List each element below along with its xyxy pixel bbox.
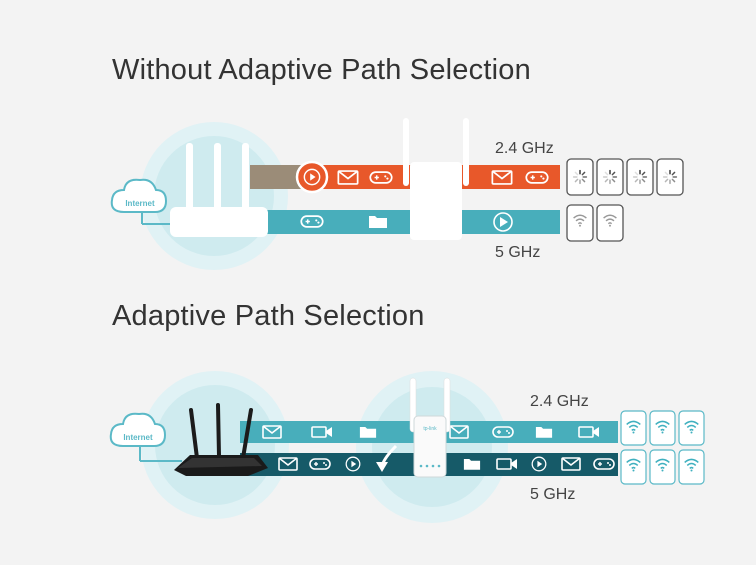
- phone-wifi: [649, 410, 676, 446]
- white-extender: [403, 118, 469, 240]
- top-24ghz-stream: [295, 160, 549, 194]
- phone-loading: [566, 158, 594, 196]
- white-router: [170, 143, 268, 237]
- phone-wifi: [678, 410, 705, 446]
- top-diagram: Internet: [110, 118, 684, 270]
- section-title-without: Without Adaptive Path Selection: [112, 54, 531, 86]
- tp-link-extender: tp-link: [409, 377, 451, 478]
- top-5ghz-band: [250, 210, 560, 234]
- bottom-devices: [620, 410, 705, 485]
- phone-loading: [596, 158, 624, 196]
- internet-cloud-icon: Internet: [109, 412, 182, 462]
- top-5ghz-devices: [566, 204, 624, 242]
- bottom-5ghz-label: 5 GHz: [530, 486, 576, 503]
- phone-wifi: [620, 410, 647, 446]
- extender-brand: tp-link: [423, 426, 437, 432]
- router-glow-inner: [155, 385, 275, 505]
- bottom-diagram: Internet: [109, 371, 705, 523]
- top-5ghz-stream: [300, 212, 513, 232]
- black-router: [174, 403, 268, 476]
- top-5ghz-label: 5 GHz: [495, 244, 541, 261]
- phone-loading: [656, 158, 684, 196]
- internet-label: Internet: [125, 199, 155, 208]
- play-icon: [500, 217, 508, 227]
- top-24ghz-devices: [566, 158, 684, 196]
- top-24ghz-label: 2.4 GHz: [495, 140, 554, 157]
- bottom-24ghz-label: 2.4 GHz: [530, 393, 589, 410]
- internet-cloud-icon: Internet: [110, 178, 174, 225]
- internet-label: Internet: [123, 433, 153, 442]
- phone-loading: [626, 158, 654, 196]
- section-title-adaptive: Adaptive Path Selection: [112, 300, 425, 332]
